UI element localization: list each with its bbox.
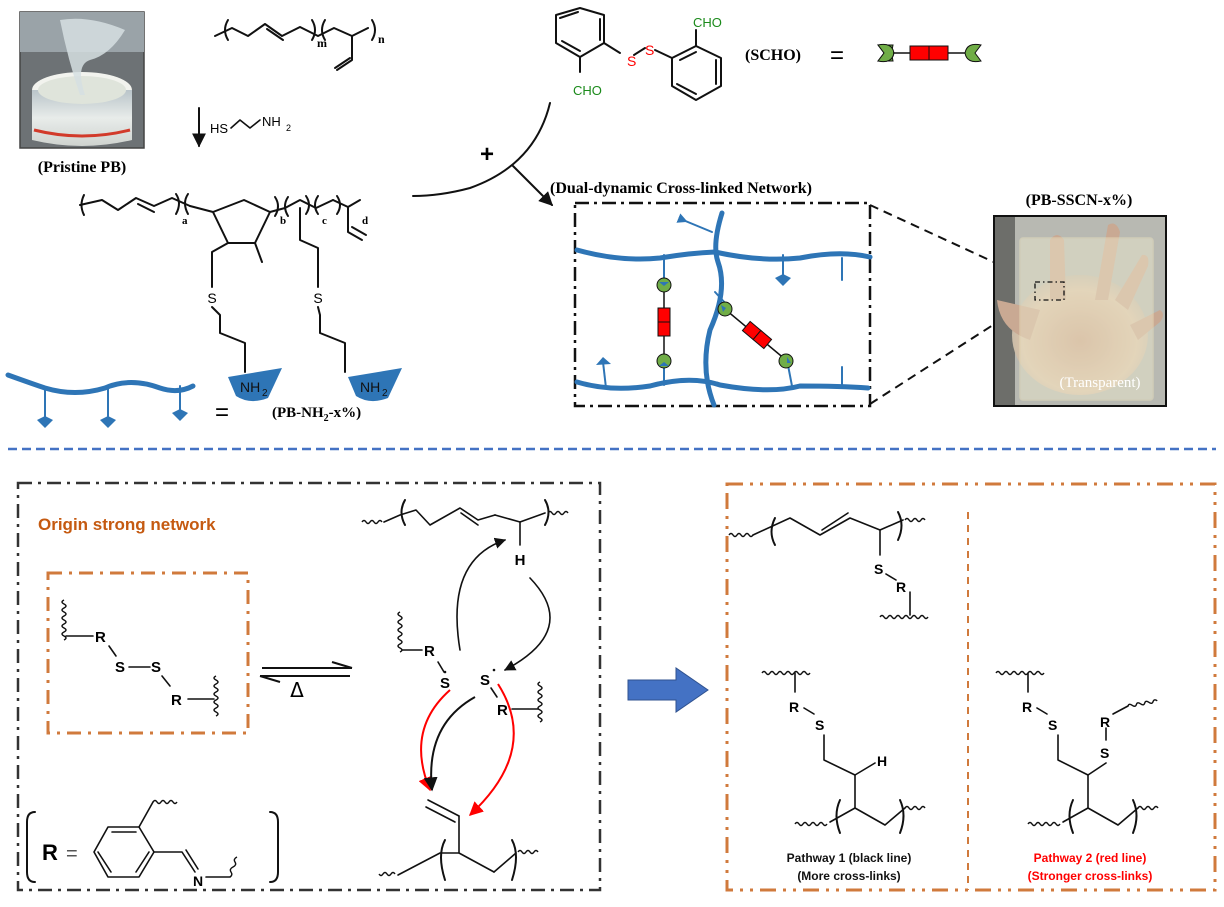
reagent-hs: HS — [210, 121, 228, 136]
transparent-caption: (Transparent) — [1059, 375, 1140, 391]
subscript-c: c — [322, 215, 327, 227]
amine-wedge-icon — [348, 368, 402, 402]
pb-nh2-label: (PB-NH2-x%) — [272, 405, 361, 424]
r-label: R — [896, 579, 906, 595]
r-group-definition: R = N — [26, 799, 279, 889]
scho-crosslinker-icon — [877, 43, 982, 63]
thiol-amine-reagent: HS NH 2 — [210, 114, 291, 136]
aldehyde-label: CHO — [693, 15, 722, 30]
reagent-nh: NH — [262, 114, 281, 129]
disulfide-crosslink-structure: R S S R — [61, 599, 219, 717]
allylic-substitution-product: S R — [728, 511, 929, 620]
amine-sub: 2 — [382, 388, 388, 399]
mechanism-panel-border — [16, 481, 602, 892]
pathway2-label: Pathway 2 (red line) — [1034, 851, 1147, 865]
r-label: R — [171, 692, 182, 709]
subscript-m: m — [317, 36, 327, 50]
r-def-label: R — [42, 840, 58, 865]
pristine-pb-label: (Pristine PB) — [38, 159, 126, 176]
s-label: S — [874, 561, 883, 577]
s-label: S — [115, 659, 125, 676]
pathway1-label: Pathway 1 (black line) — [787, 851, 912, 865]
origin-network-title: Origin strong network — [38, 515, 216, 534]
scho-label: (SCHO) — [745, 47, 801, 64]
equals-sign: = — [215, 399, 229, 426]
zoom-leader-line — [869, 297, 1036, 405]
pb-nh2-chain-icon — [5, 372, 196, 428]
subscript-n: n — [378, 32, 385, 46]
pb-nh2-structure: a b c d S S NH 2 NH 2 — [79, 193, 402, 402]
subscript-b: b — [280, 215, 286, 227]
pathway2-sublabel: (Stronger cross-links) — [1028, 869, 1153, 883]
network-title: (Dual-dynamic Cross-linked Network) — [550, 180, 812, 197]
r-label: R — [789, 699, 799, 715]
pathway1-product: R S H — [761, 670, 926, 834]
transparent-film-photo — [993, 215, 1167, 407]
pb-nh2-prefix: (PB-NH — [272, 405, 324, 421]
s-label: S — [815, 717, 824, 733]
subscript-d: d — [362, 215, 368, 227]
s-radical: S — [480, 672, 490, 689]
s-radical: S — [440, 675, 450, 692]
result-arrow-icon — [627, 667, 709, 713]
amine-label: NH — [240, 379, 260, 395]
sulfur-atom: S — [313, 290, 322, 306]
plus-sign: + — [480, 141, 494, 168]
subscript-a: a — [182, 215, 188, 227]
products-panel-border — [725, 482, 1217, 892]
equals-sign: = — [830, 42, 844, 69]
pathway1-sublabel: (More cross-links) — [797, 869, 900, 883]
amine-label: NH — [360, 379, 380, 395]
equilibrium-arrow — [259, 661, 353, 683]
pathway2-product: R S S R — [995, 670, 1159, 834]
r-label: R — [1100, 714, 1110, 730]
disulfide-box — [46, 571, 250, 735]
s-label: S — [1048, 717, 1057, 733]
disulfide-s: S — [645, 42, 654, 58]
r-label: R — [424, 643, 435, 660]
pristine-pb-photo — [19, 11, 145, 149]
r-label: R — [1022, 699, 1032, 715]
reagent-sub: 2 — [286, 123, 291, 133]
h-atom: H — [515, 552, 526, 569]
pb-nh2-suffix: -x%) — [329, 405, 362, 421]
sulfur-atom: S — [207, 290, 216, 306]
aldehyde-label: CHO — [573, 83, 602, 98]
s-label: S — [151, 659, 161, 676]
amine-sub: 2 — [262, 388, 268, 399]
h-label: H — [877, 753, 887, 769]
pb-sscn-label: (PB-SSCN-x%) — [1026, 192, 1133, 209]
r-def-equals: = — [66, 843, 78, 865]
n-label: N — [193, 873, 203, 889]
network-diagram — [573, 201, 873, 408]
pb-nh2-sub: 2 — [324, 413, 329, 424]
pristine-pb-structure: m n — [214, 19, 385, 71]
disulfide-s: S — [627, 53, 636, 69]
r-label: R — [95, 629, 106, 646]
combine-arc — [412, 102, 551, 197]
reaction-arrow — [512, 165, 553, 206]
r-label: R — [497, 702, 508, 719]
amine-wedge-icon — [228, 368, 282, 402]
radical-mechanism: H R S S R — [361, 499, 569, 881]
scho-structure: S S CHO CHO — [555, 7, 722, 101]
heat-delta-symbol: Δ — [290, 678, 304, 702]
s-label: S — [1100, 745, 1109, 761]
